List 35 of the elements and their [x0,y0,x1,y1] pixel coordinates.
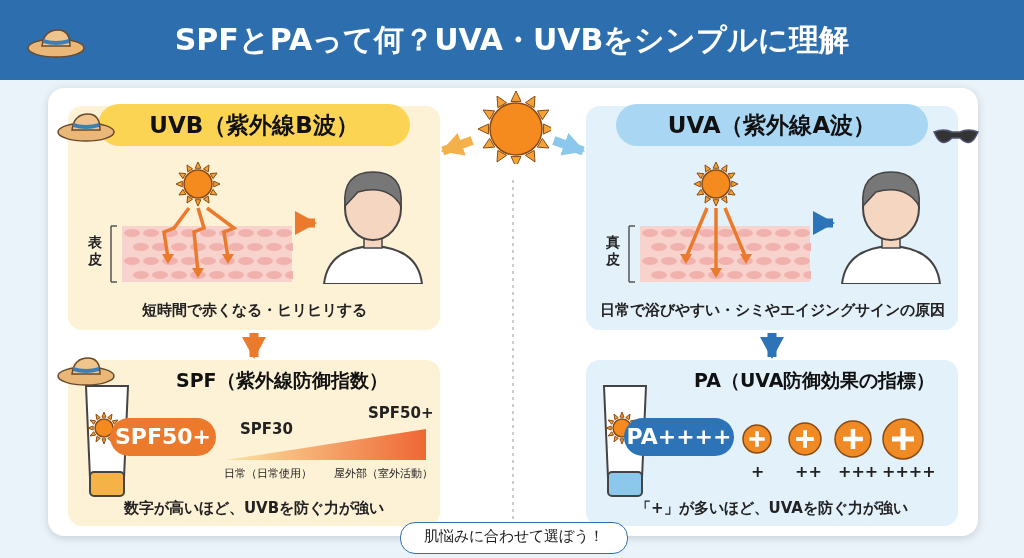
level-label: ++ [795,462,822,481]
panel-caption: 「+」が多いほど、UVAを防ぐ力が強い [635,499,909,518]
sun-drawing [475,88,551,164]
panel-heading: UVA（紫外線A波） [616,104,928,146]
panel-caption: 日常で浴びやすい・シミやエイジングサインの原因 [598,301,946,320]
panel-heading: UVB（紫外線B波） [98,104,410,146]
level-label: + [751,462,765,481]
arrow [813,211,835,235]
title-banner: SPFとPAって何？UVA・UVBをシンプルに理解 [0,0,1024,80]
arrow [295,211,317,235]
arrow [552,132,586,156]
speech-bubble: 肌悩みに合わせて選ぼう！ [400,522,628,554]
scale-caption: 日常（日常使用） [223,466,313,481]
skin-layers-drawing [108,162,293,284]
arrow [440,132,474,156]
rating-badge: SPF50+ [110,418,216,456]
info-panel [68,106,440,330]
info-panel [586,360,958,526]
panel-title: PA（UVA防御効果の指標） [694,368,936,393]
panel-caption: 短時間で赤くなる・ヒリヒリする [140,301,368,320]
panel-title: SPF（紫外線防御指数） [176,368,388,393]
side-label: 表皮 [88,234,103,268]
level-label: ++++ [882,462,936,481]
panel-caption: 数字が高いほど、UVBを防ぐ力が強い [122,499,386,518]
side-label: 真皮 [606,234,621,268]
rating-badge: PA++++ [624,418,734,456]
info-panel [68,360,440,526]
arrow [760,333,784,359]
skin-layers-drawing [626,162,811,284]
level-label: +++ [838,462,879,481]
info-panel [586,106,958,330]
scale-label: SPF50+ [368,404,434,422]
scale-caption: 屋外部（室外活動） [332,466,434,481]
scale-label: SPF30 [240,420,293,438]
arrow [242,333,266,359]
